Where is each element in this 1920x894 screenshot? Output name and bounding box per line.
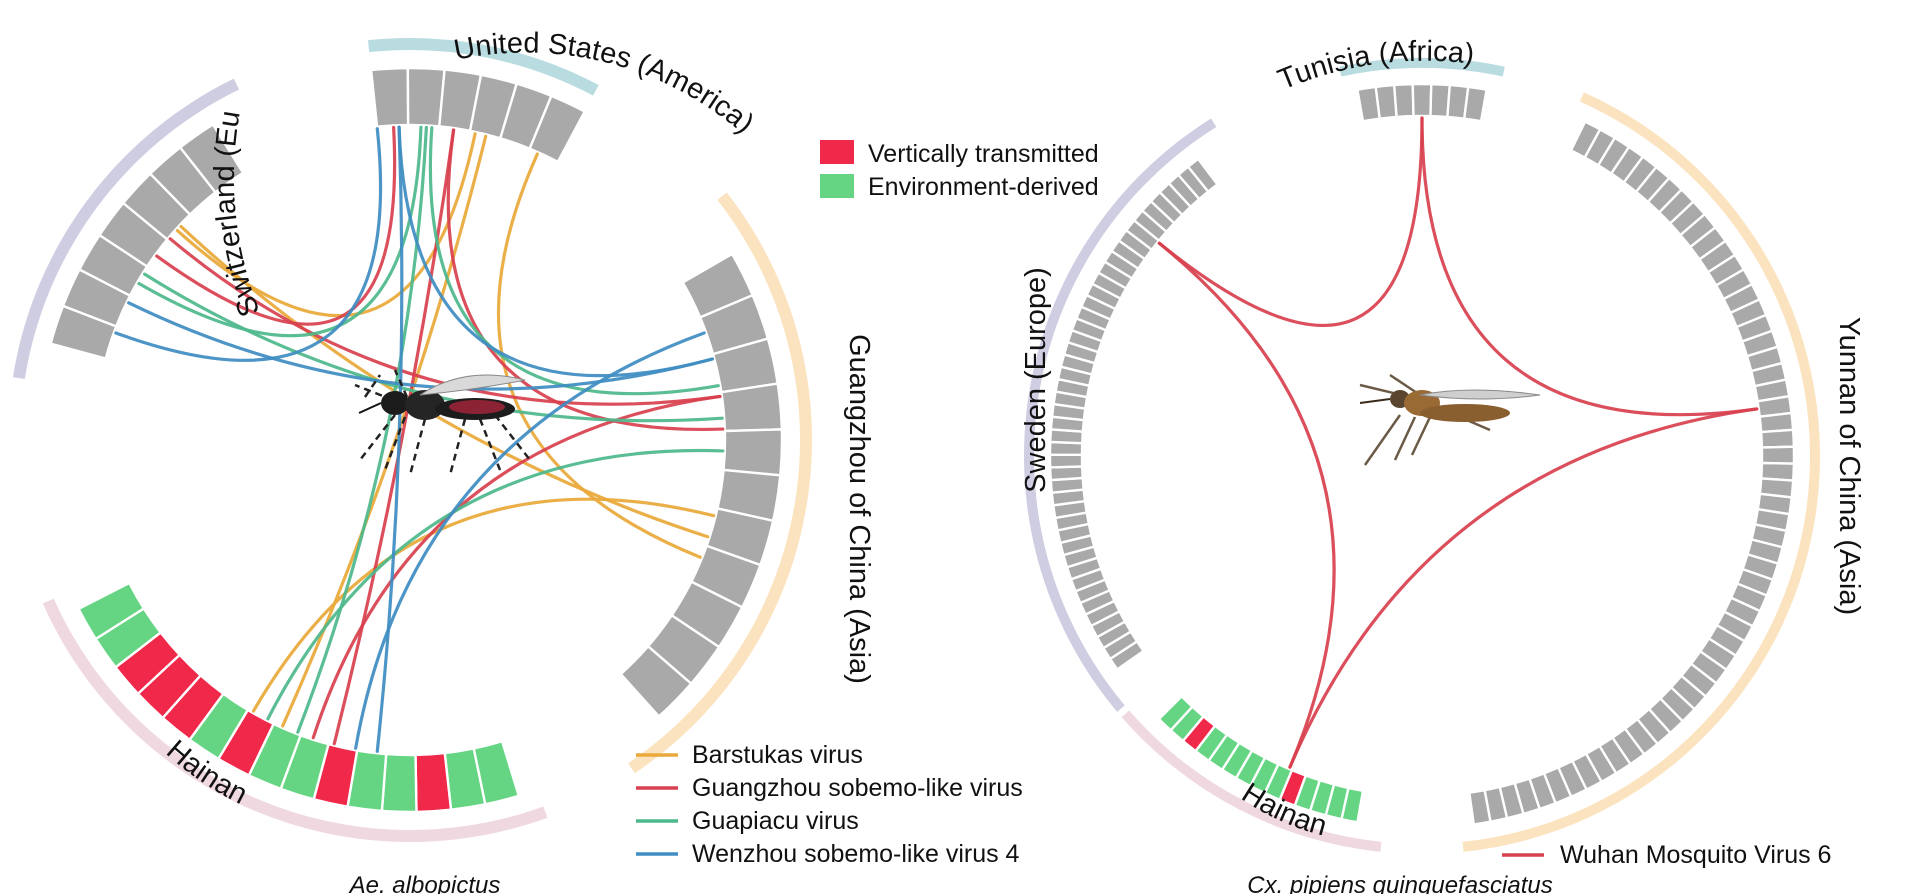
legend-label-barstukas: Barstukas virus xyxy=(692,741,863,769)
left-link-guangzhou-sobemo-like-virus-10 xyxy=(446,128,725,432)
right-region-arc-tunisia-africa xyxy=(1339,57,1505,77)
right-segment-sweden-europe-17 xyxy=(1048,465,1084,482)
left-link-wenzhou-sobemo-like-virus-4-18 xyxy=(375,125,404,753)
right-segment-yunnan-of-china-asia-25 xyxy=(1760,445,1796,465)
region-label-guangzhou: Guangzhou of China (Asia) xyxy=(843,334,875,684)
right-region-labels: Tunisia (Africa) Yunnan of China (Asia) … xyxy=(1020,36,1865,843)
left-link-barstukas-virus-2 xyxy=(281,134,488,728)
ae-albopictus-panel: United States (America) Guangzhou of Chi… xyxy=(0,0,1099,894)
virus-legend-right: Wuhan Mosquito Virus 6 xyxy=(1502,841,1831,869)
caption-left: Ae. albopictus xyxy=(348,872,501,894)
mosquito-icon xyxy=(1359,373,1541,466)
virus-legend-left: Barstukas virus Guangzhou sobemo-like vi… xyxy=(636,741,1023,868)
left-link-wenzhou-sobemo-like-virus-4-17 xyxy=(127,301,714,391)
right-region-arc-sweden-europe xyxy=(1024,118,1217,712)
right-virus-links xyxy=(1157,116,1759,769)
caption-right: Cx. pipiens quinquefasciatus xyxy=(1247,872,1553,894)
right-segment-tunisia-africa-7 xyxy=(1462,85,1488,123)
left-segment-united-states-america-6 xyxy=(528,94,587,164)
right-link-wuhan-mosquito-virus-6-4 xyxy=(1288,407,1759,769)
left-sample-segments xyxy=(49,66,784,814)
legend-label-wenzhou: Wenzhou sobemo-like virus 4 xyxy=(692,840,1020,868)
left-link-guangzhou-sobemo-like-virus-7 xyxy=(168,237,722,406)
right-segment-tunisia-africa-4 xyxy=(1411,82,1433,118)
left-segment-guangzhou-of-china-asia-5 xyxy=(722,428,784,477)
legend-swatch-environment xyxy=(820,174,854,198)
left-link-guangzhou-sobemo-like-virus-8 xyxy=(332,128,456,746)
left-link-wenzhou-sobemo-like-virus-4-16 xyxy=(114,127,383,362)
right-segment-tunisia-africa-3 xyxy=(1392,82,1415,119)
left-link-guapiacu-virus-11 xyxy=(137,125,423,338)
right-segment-yunnan-of-china-asia-56 xyxy=(1467,788,1492,826)
sample-type-legend: Vertically transmitted Environment-deriv… xyxy=(820,140,1099,201)
right-segment-yunnan-of-china-asia-24 xyxy=(1759,428,1796,449)
legend-swatch-vertical xyxy=(820,140,854,164)
left-segment-switzerland-europe-7 xyxy=(178,122,245,194)
left-region-arcs xyxy=(12,38,813,842)
legend-label-wuhan: Wuhan Mosquito Virus 6 xyxy=(1560,841,1831,869)
legend-label-vertical: Vertically transmitted xyxy=(868,140,1099,168)
legend-label-guangzhou: Guangzhou sobemo-like virus xyxy=(692,774,1023,802)
left-link-wenzhou-sobemo-like-virus-4-20 xyxy=(397,125,714,378)
region-label-yunnan: Yunnan of China (Asia) xyxy=(1833,317,1865,615)
left-segment-united-states-america-1 xyxy=(369,66,410,129)
legend-label-guapiacu: Guapiacu virus xyxy=(692,807,859,835)
mosquito-icon xyxy=(354,369,531,476)
left-link-barstukas-virus-1 xyxy=(251,497,716,713)
left-segment-guangzhou-of-china-asia-4 xyxy=(719,382,784,433)
left-segment-hainan-4 xyxy=(380,752,418,814)
right-region-arcs xyxy=(1024,57,1820,852)
left-segment-guangzhou-of-china-asia-11 xyxy=(619,644,693,719)
right-sample-segments xyxy=(1048,82,1796,826)
left-segment-hainan-15 xyxy=(76,581,146,641)
legend-label-environment: Environment-derived xyxy=(868,173,1099,201)
right-segment-hainan-14 xyxy=(1157,694,1194,732)
left-link-guangzhou-sobemo-like-virus-6 xyxy=(155,125,397,326)
left-link-wenzhou-sobemo-like-virus-4-19 xyxy=(354,331,706,750)
left-link-guapiacu-virus-15 xyxy=(428,126,720,396)
right-segment-sweden-europe-45 xyxy=(1186,157,1220,194)
left-virus-links xyxy=(114,125,725,753)
left-region-arc-united-states-america xyxy=(367,38,599,96)
cx-pipiens-panel: Tunisia (Africa) Yunnan of China (Asia) … xyxy=(1020,36,1865,894)
right-segment-sweden-europe-18 xyxy=(1048,453,1084,469)
right-link-wuhan-mosquito-virus-6-1 xyxy=(1157,116,1424,327)
left-link-guapiacu-virus-13 xyxy=(296,125,428,734)
left-link-guangzhou-sobemo-like-virus-9 xyxy=(311,394,722,740)
left-segment-hainan-3 xyxy=(414,751,453,814)
right-link-wuhan-mosquito-virus-6-3 xyxy=(1157,241,1336,769)
right-link-wuhan-mosquito-virus-6-2 xyxy=(1420,116,1759,417)
region-label-sweden: Sweden (Europe) xyxy=(1020,267,1052,493)
